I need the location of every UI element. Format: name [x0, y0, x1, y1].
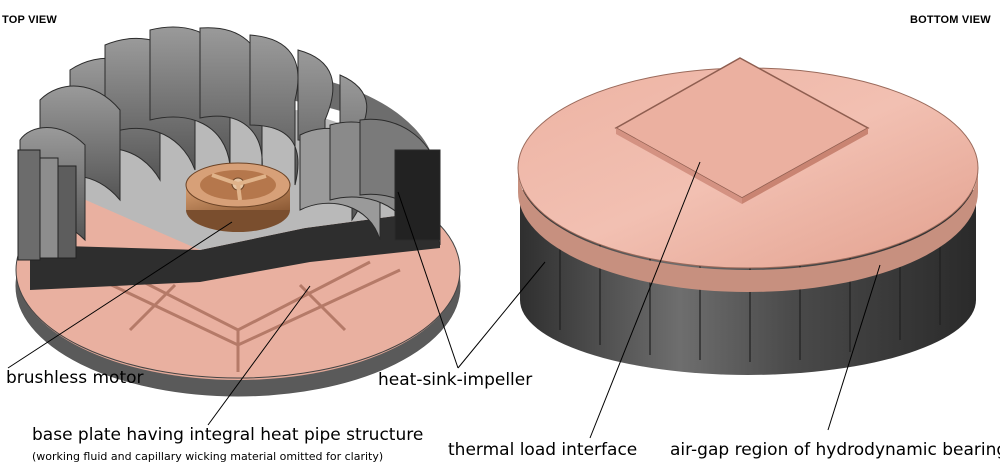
bottom-view-assembly: [517, 57, 979, 375]
top-view-title: TOP VIEW: [2, 14, 57, 26]
label-base-plate: base plate having integral heat pipe str…: [32, 425, 424, 445]
thermal-pad-edge: [742, 128, 868, 204]
leader-lines: [7, 161, 881, 439]
label-air-gap-region: air-gap region of hydrodynamic bearing: [670, 440, 1000, 460]
label-heat-sink-impeller: heat-sink-impeller: [378, 370, 533, 390]
heat-pipe-channels: [79, 260, 401, 372]
label-base-plate-note: (working fluid and capillary wicking mat…: [32, 450, 384, 463]
thermal-pad-edge-left: [616, 128, 742, 204]
label-brushless-motor: brushless motor: [6, 368, 144, 388]
motor: [185, 162, 291, 232]
disk-rim: [518, 170, 978, 292]
top-view-assembly: [15, 26, 461, 397]
impeller-cut-wall: [30, 210, 440, 290]
label-thermal-load-interface: thermal load interface: [448, 440, 638, 460]
impeller-front-fins: [299, 118, 441, 246]
bottom-view-title: BOTTOM VIEW: [910, 14, 991, 26]
impeller-left-fins: [17, 149, 77, 261]
